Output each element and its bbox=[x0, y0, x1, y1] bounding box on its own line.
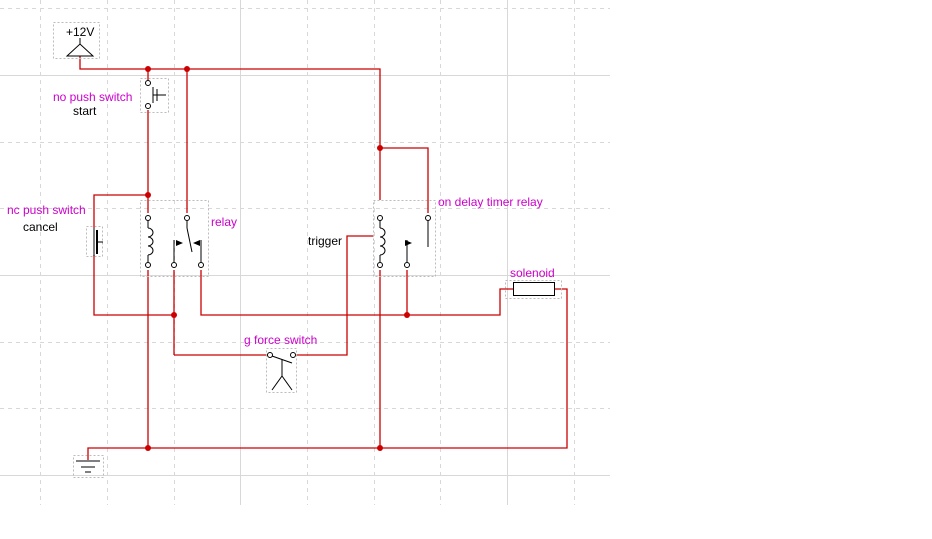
g-force-switch-label: g force switch bbox=[244, 333, 317, 347]
grid bbox=[0, 0, 610, 505]
supply-symbol[interactable]: +12V bbox=[53, 22, 100, 59]
ground-symbol[interactable] bbox=[73, 455, 104, 478]
supply-label: +12V bbox=[66, 25, 94, 39]
relay[interactable] bbox=[140, 200, 209, 277]
junction-dots bbox=[145, 66, 410, 451]
on-delay-timer-relay[interactable] bbox=[373, 200, 436, 277]
cancel-label: cancel bbox=[23, 220, 58, 234]
wires bbox=[79, 56, 568, 460]
no-push-switch-label: no push switch bbox=[53, 90, 132, 104]
trigger-label: trigger bbox=[308, 234, 342, 248]
solenoid[interactable] bbox=[505, 280, 562, 299]
on-delay-timer-relay-label: on delay timer relay bbox=[438, 195, 543, 209]
start-label: start bbox=[73, 104, 97, 118]
solenoid-label: solenoid bbox=[510, 266, 555, 280]
relay-label: relay bbox=[211, 215, 237, 229]
no-push-switch[interactable] bbox=[140, 78, 169, 113]
nc-push-switch[interactable] bbox=[86, 226, 104, 257]
nc-push-switch-label: nc push switch bbox=[7, 203, 86, 217]
g-force-switch[interactable] bbox=[266, 348, 297, 393]
